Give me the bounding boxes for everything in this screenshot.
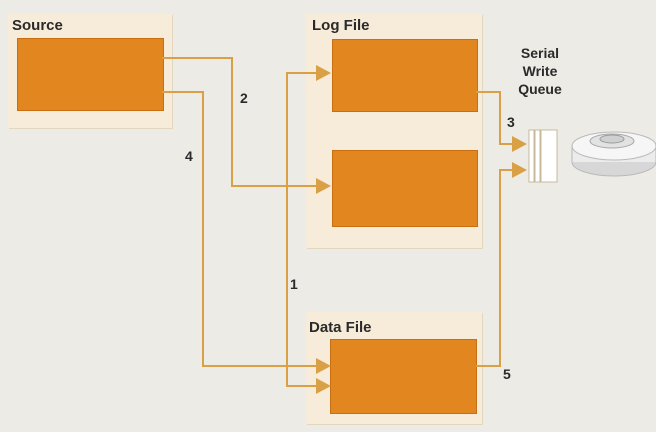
arrow-queue-5	[512, 162, 527, 178]
data-file-title: Data File	[309, 319, 372, 336]
path-5-line	[476, 169, 514, 367]
queue-label-line-2: Write	[522, 63, 558, 79]
path-number-2: 2	[240, 90, 248, 106]
path-1-line	[286, 72, 318, 387]
path-2-line	[162, 57, 318, 187]
log-file-block-lower	[332, 150, 478, 227]
path-3-line	[476, 91, 514, 145]
arrow-log-upper	[316, 65, 331, 81]
queue-label-line-3: Queue	[518, 81, 562, 97]
path-number-5: 5	[503, 366, 511, 382]
path-4-line	[162, 91, 318, 367]
log-file-title: Log File	[312, 17, 370, 34]
path-number-1: 1	[290, 276, 298, 292]
arrow-log-lower	[316, 178, 331, 194]
path-number-3: 3	[507, 114, 515, 130]
log-file-block-upper	[332, 39, 478, 112]
arrow-data-4	[316, 358, 331, 374]
path-number-4: 4	[185, 148, 193, 164]
disk-drive-icon	[571, 131, 656, 177]
source-block	[17, 38, 164, 111]
queue-slots-icon	[528, 129, 558, 183]
source-title: Source	[12, 17, 63, 34]
serial-write-queue-label: Serial Write Queue	[500, 44, 580, 98]
data-file-block	[330, 339, 477, 414]
queue-label-line-1: Serial	[520, 45, 560, 61]
arrow-data-1	[316, 378, 331, 394]
arrow-queue-3	[512, 136, 527, 152]
